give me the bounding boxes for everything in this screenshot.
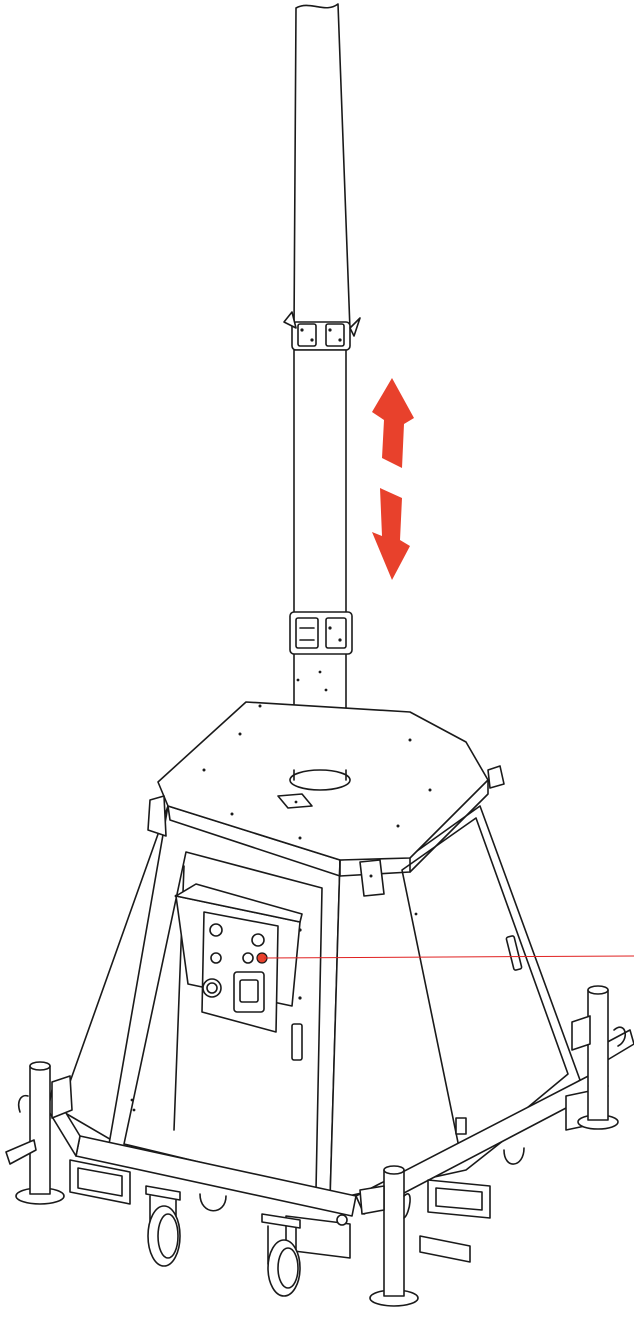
selector-button-icon[interactable] xyxy=(242,952,254,964)
jack-stand-rear xyxy=(571,985,626,1130)
corner-bracket-left xyxy=(147,795,167,837)
right-door-handle-slot xyxy=(505,935,523,971)
jack-stand-front xyxy=(359,1165,419,1307)
door-handle-slot xyxy=(291,1023,303,1061)
caster-wheel-left xyxy=(145,1185,181,1267)
emergency-button-icon[interactable] xyxy=(251,933,265,947)
fork-pocket-center xyxy=(285,1215,351,1259)
mast-clamp-upper xyxy=(283,311,361,351)
control-panel xyxy=(175,883,303,1033)
jack-stand-left xyxy=(5,1061,73,1205)
mast xyxy=(283,3,361,781)
corner-bracket-front xyxy=(359,859,385,897)
caster-wheel-front xyxy=(261,1213,301,1297)
arrow-up-icon xyxy=(372,378,414,468)
right-door xyxy=(401,817,569,1163)
arrow-down-icon xyxy=(372,488,410,580)
callout-line xyxy=(263,955,634,959)
mast-upper-section xyxy=(293,3,351,331)
fork-pocket-right xyxy=(427,1179,491,1219)
hour-meter-icon xyxy=(210,952,222,964)
gauge-icon xyxy=(209,923,223,937)
tow-bar xyxy=(419,1235,471,1263)
corner-bracket-right xyxy=(487,765,505,789)
mast-clamp-lower xyxy=(289,611,353,655)
fork-pocket-left xyxy=(69,1159,131,1205)
